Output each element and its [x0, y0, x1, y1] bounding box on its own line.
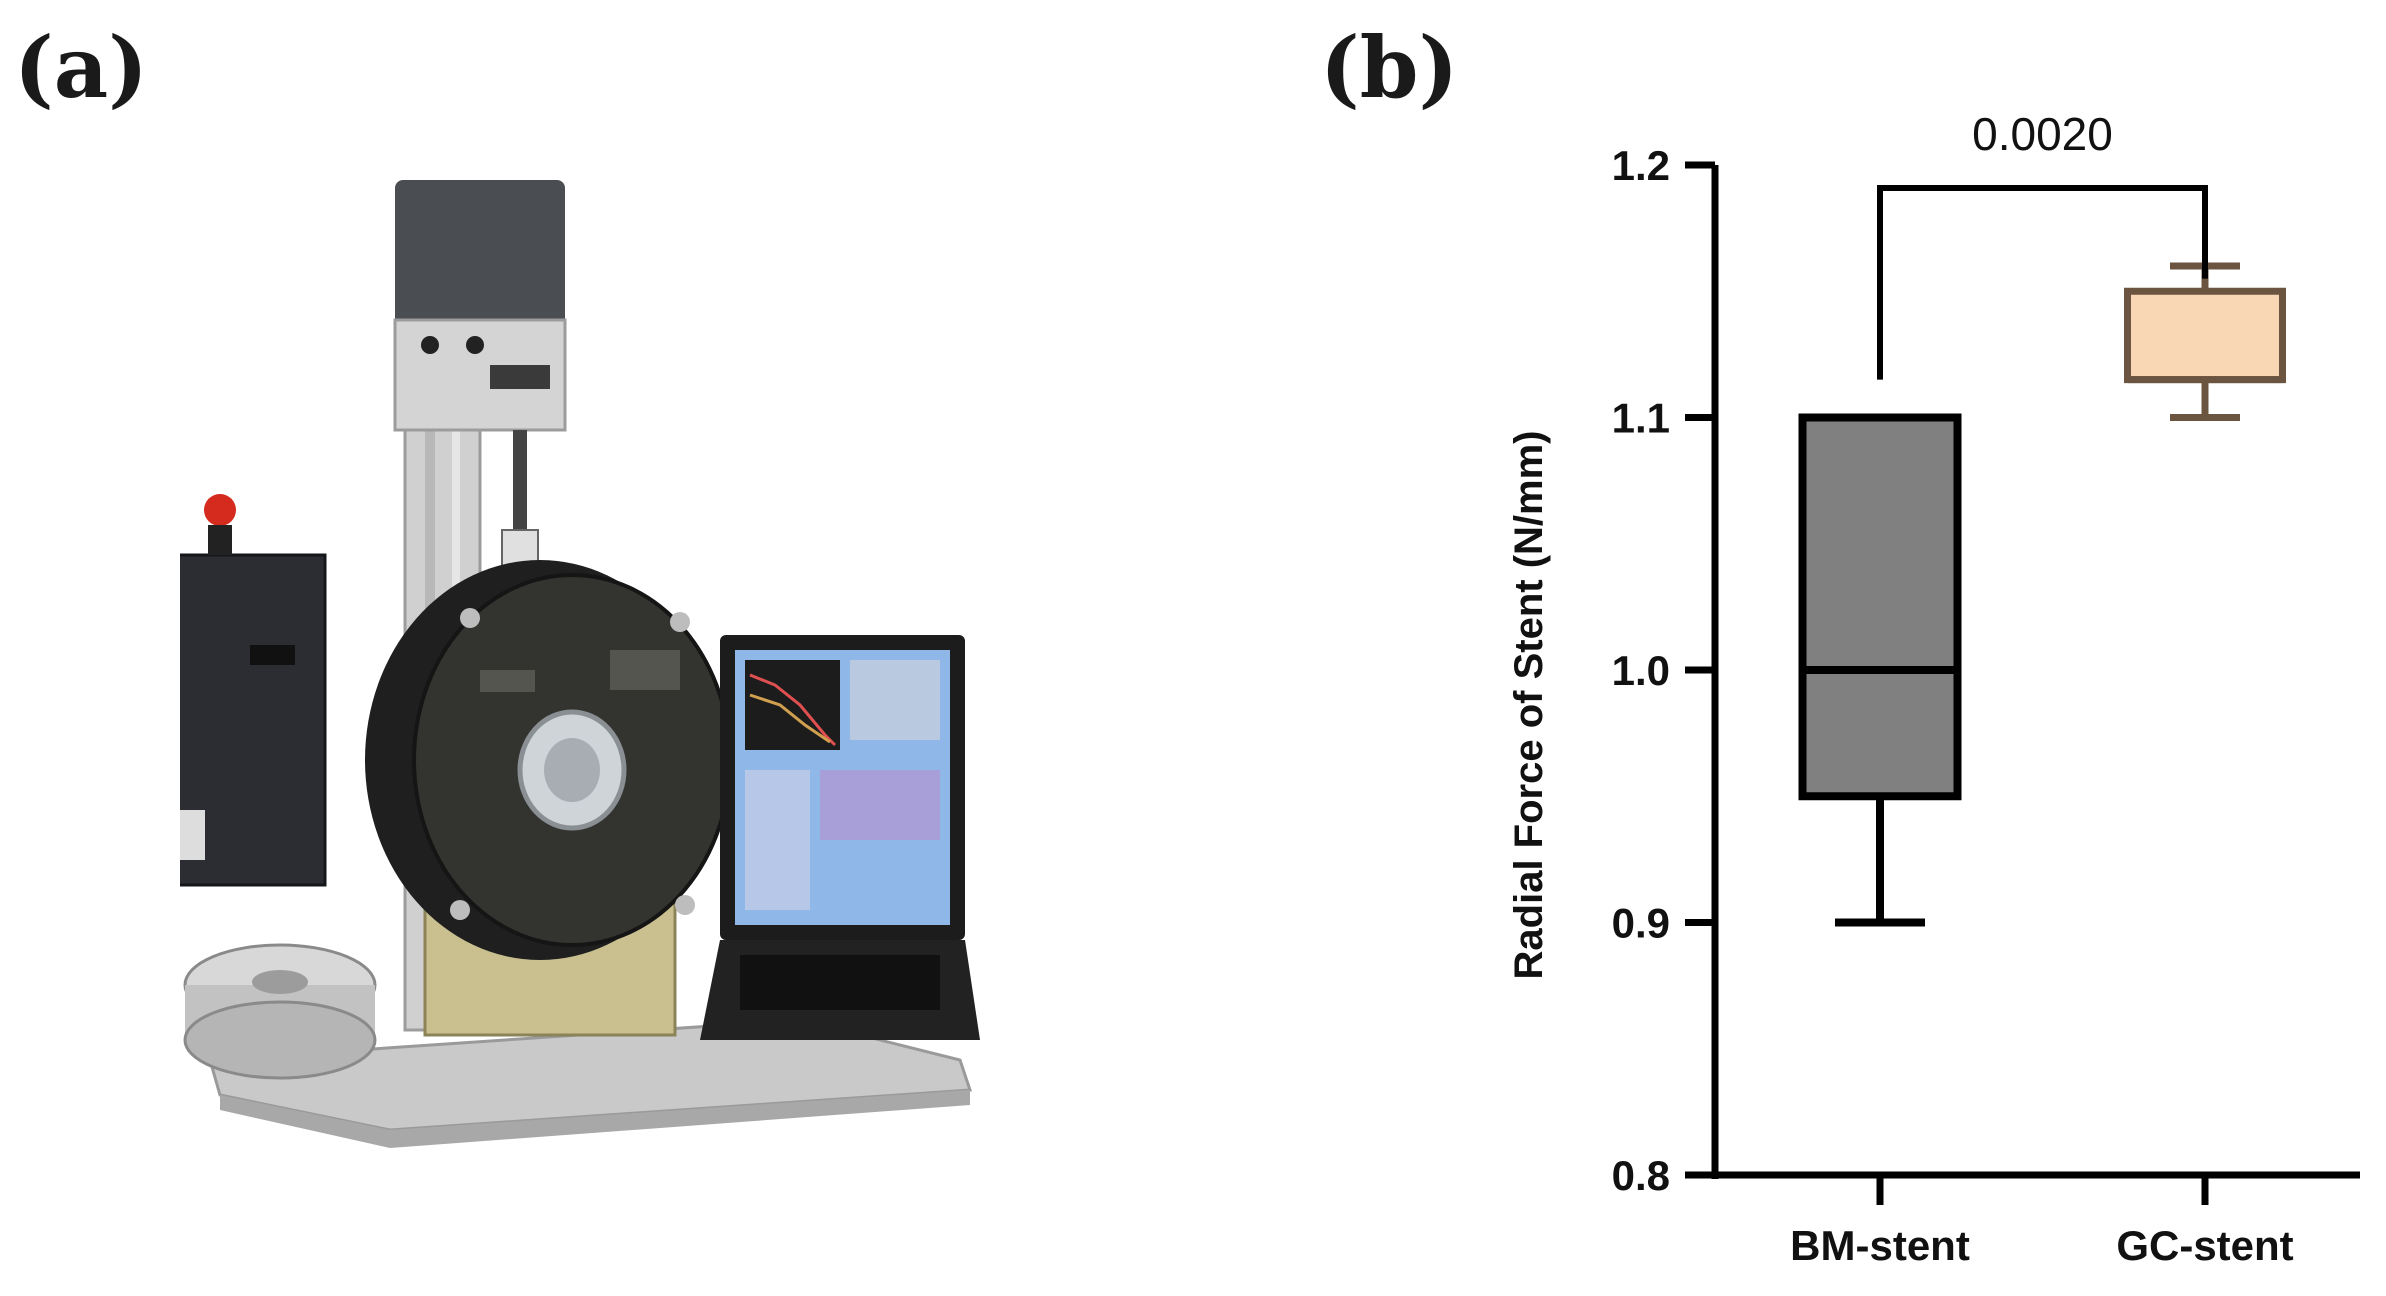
significance-bracket — [1877, 185, 2208, 380]
box-gc-stent — [2124, 287, 2286, 384]
y-tick-label: 1.2 — [1612, 142, 1670, 189]
panel-label-a: (a) — [14, 18, 148, 117]
y-axis-label: Radial Force of Stent (N/mm) — [1507, 431, 1551, 980]
y-tick-label: 1.0 — [1612, 647, 1670, 694]
radial-force-boxplot: 0.8 0.9 1.0 1.1 1.2BM-stent GC-stent 0.0020 Ra… — [1507, 110, 2360, 1269]
y-tick-label: 0.9 — [1612, 900, 1670, 947]
x-tick-label: GC-stent — [2116, 1222, 2293, 1269]
panel-label-b: (b) — [1320, 18, 1459, 117]
y-tick-label: 1.1 — [1612, 395, 1670, 442]
box-bm-stent — [1798, 413, 1962, 801]
p-value-label: 0.0020 — [1972, 110, 2113, 160]
emergency-stop-button — [204, 494, 236, 526]
radial-force-tester-photo — [180, 180, 980, 1148]
x-tick-label: BM-stent — [1790, 1222, 1970, 1269]
machine-head — [395, 180, 565, 330]
y-tick-label: 0.8 — [1612, 1152, 1670, 1199]
